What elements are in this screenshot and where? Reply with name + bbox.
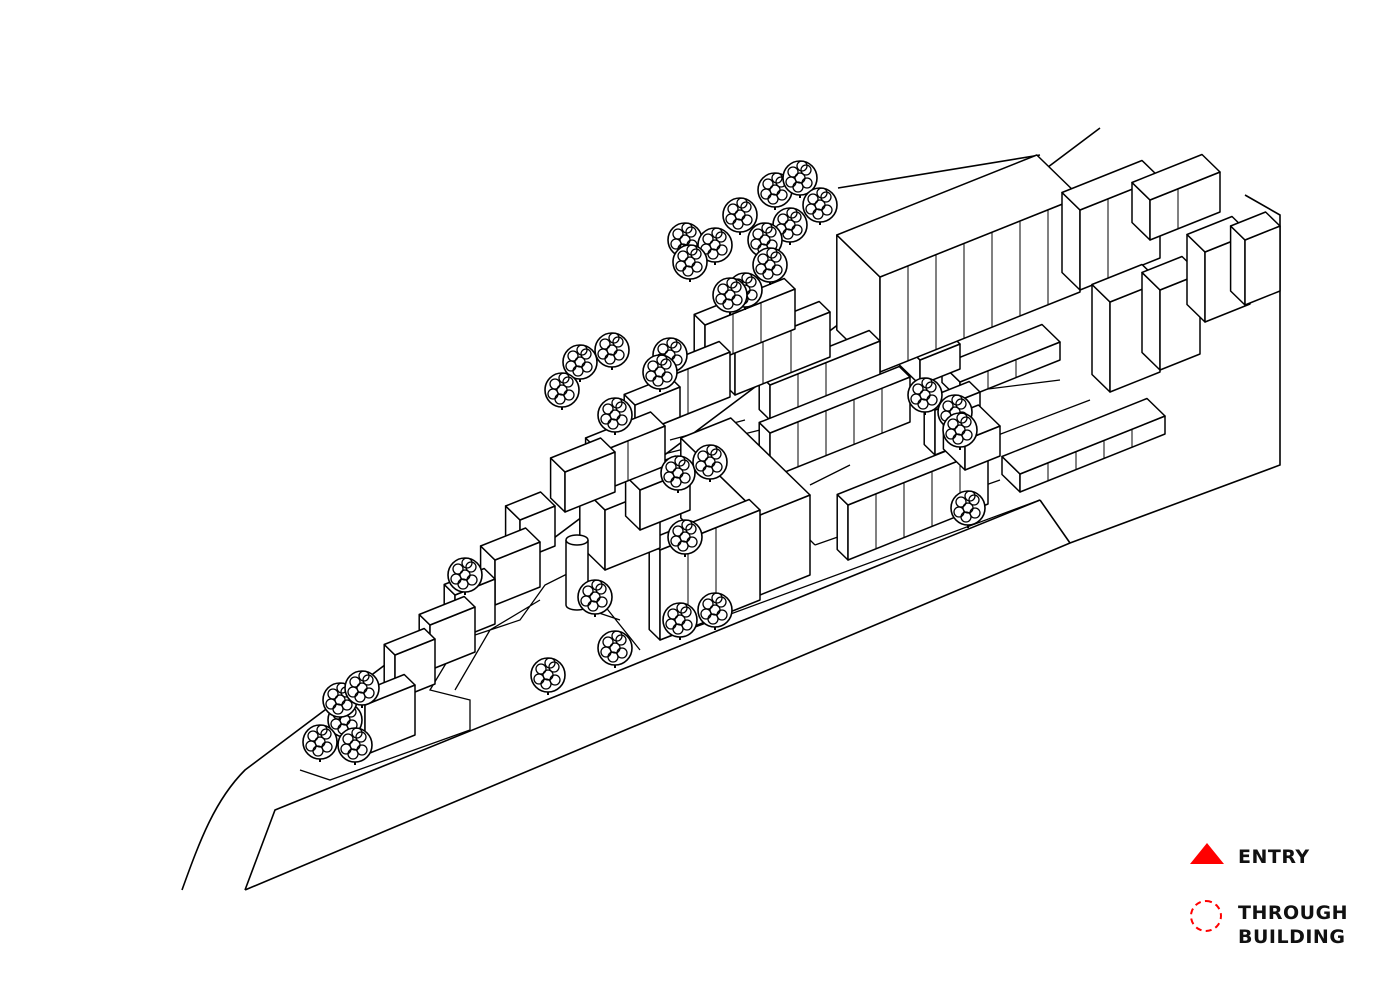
building-roof [1001, 397, 1166, 475]
tree-icon [752, 247, 788, 285]
building [1229, 211, 1281, 306]
tree-icon [597, 397, 633, 435]
tree-icon [594, 332, 630, 370]
building-roof [479, 527, 541, 561]
tree-icon [302, 724, 338, 762]
legend-entry-label: ENTRY [1238, 846, 1310, 868]
building-roof [549, 437, 616, 473]
tree-icon [344, 670, 380, 708]
tree-icon [697, 227, 733, 265]
tree-icon [597, 630, 633, 668]
tree-icon [662, 602, 698, 640]
tree-icon [722, 197, 758, 235]
tree-icon [942, 412, 978, 450]
through-building-dashed-circle-icon [1190, 900, 1224, 935]
tree-icon [544, 372, 580, 410]
tree-icon [642, 354, 678, 392]
tree-icon [697, 592, 733, 630]
tree-icon [950, 490, 986, 528]
site-edge-lower [244, 194, 1281, 891]
tree-icon [672, 244, 708, 282]
legend-through-building: THROUGH BUILDING [1190, 900, 1349, 949]
building-roof [383, 627, 436, 656]
left-curve-road [181, 127, 1101, 891]
building-roof [1131, 153, 1221, 201]
legend-through-label-2: BUILDING [1238, 926, 1346, 948]
tree-icon [782, 160, 818, 198]
tree-icon [667, 519, 703, 557]
building-roof [836, 154, 1081, 278]
trees [302, 160, 986, 765]
tree-icon [692, 444, 728, 482]
building-roof [758, 365, 911, 434]
building-side-face [1091, 283, 1111, 393]
building-roof [418, 595, 476, 626]
building [758, 365, 911, 479]
building [1001, 397, 1166, 493]
buildings [353, 153, 1281, 756]
building [1131, 153, 1221, 241]
building [549, 437, 616, 513]
tree-icon [337, 727, 373, 765]
site-boundary [181, 127, 1281, 891]
site-edge-upper [837, 154, 1071, 544]
building-roof [1229, 211, 1281, 241]
building-side-face [648, 538, 661, 641]
legend-through-label-1: THROUGH [1238, 902, 1349, 924]
tree-icon [712, 277, 748, 315]
building-roof [504, 491, 556, 521]
tree-icon [660, 455, 696, 493]
tree-icon [530, 657, 566, 695]
tree-icon [907, 377, 943, 415]
tree-icon [562, 344, 598, 382]
tree-icon [802, 187, 838, 225]
entry-triangle-icon [1190, 843, 1224, 879]
tree-icon [447, 557, 483, 595]
tree-icon [577, 579, 613, 617]
legend-entry: ENTRY [1190, 843, 1310, 879]
